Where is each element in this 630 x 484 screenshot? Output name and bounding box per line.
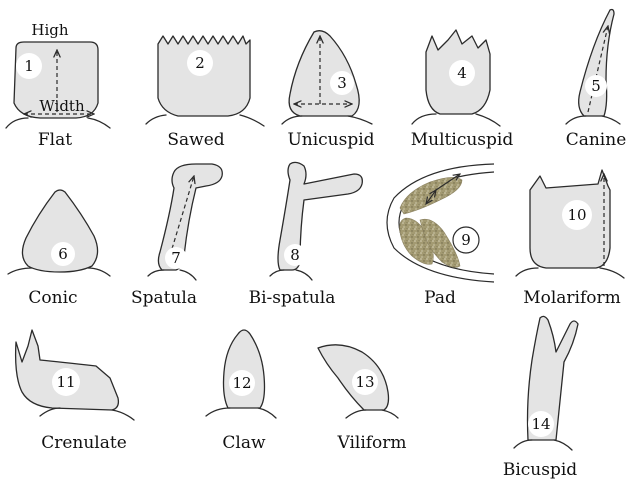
tooth-name: Bi-spatula [249,288,336,308]
tooth-name: Sawed [167,130,224,150]
tooth-name: Pad [424,288,456,308]
height-label: High [31,21,68,39]
tooth-1-flat: 1 High Width Flat [6,21,110,150]
tooth-8-bispatula: 8 Bi-spatula [249,162,363,308]
tooth-name: Viliform [336,433,406,453]
tooth-number: 3 [337,74,347,92]
tooth-number: 7 [171,249,181,267]
tooth-number: 2 [195,54,205,72]
tooth-12-claw: 12 Claw [206,330,276,453]
tooth-11-crenulate: 11 Crenulate [16,330,134,453]
tooth-3-unicuspid: 3 Unicuspid [282,31,375,150]
tooth-number: 6 [58,245,68,263]
tooth-number: 5 [591,77,601,95]
tooth-number: 11 [56,373,75,391]
tooth-name: Multicuspid [411,130,514,150]
tooth-5-canine: 5 Canine [566,10,627,151]
tooth-number: 9 [461,231,471,249]
tooth-number: 14 [531,415,550,433]
tooth-name: Flat [38,130,72,150]
tooth-13-viliform: 13 Viliform [318,345,407,453]
tooth-2-sawed: 2 Sawed [146,36,264,150]
tooth-number: 4 [457,64,467,82]
tooth-6-conic: 6 Conic [8,190,110,308]
tooth-10-molariform: 10 Molariform [516,170,624,308]
tooth-name: Canine [566,130,627,150]
tooth-name: Spatula [131,288,197,308]
tooth-name: Conic [28,288,77,308]
tooth-4-multicuspid: 4 Multicuspid [411,30,514,150]
tooth-number: 8 [290,246,300,264]
tooth-7-spatula: 7 Spatula [131,164,222,308]
tooth-name: Bicuspid [503,460,577,480]
tooth-name: Molariform [523,288,621,308]
tooth-number: 12 [232,374,251,392]
width-label: Width [39,97,85,115]
tooth-number: 1 [24,57,34,75]
tooth-number: 10 [567,206,586,224]
tooth-9-pad: 9 Pad [387,164,494,308]
tooth-name: Claw [222,433,266,453]
tooth-14-bicuspid: 14 Bicuspid [503,316,578,480]
tooth-name: Unicuspid [287,130,374,150]
pad-upper [400,177,462,214]
tooth-name: Crenulate [41,433,127,453]
tooth-number: 13 [355,373,374,391]
